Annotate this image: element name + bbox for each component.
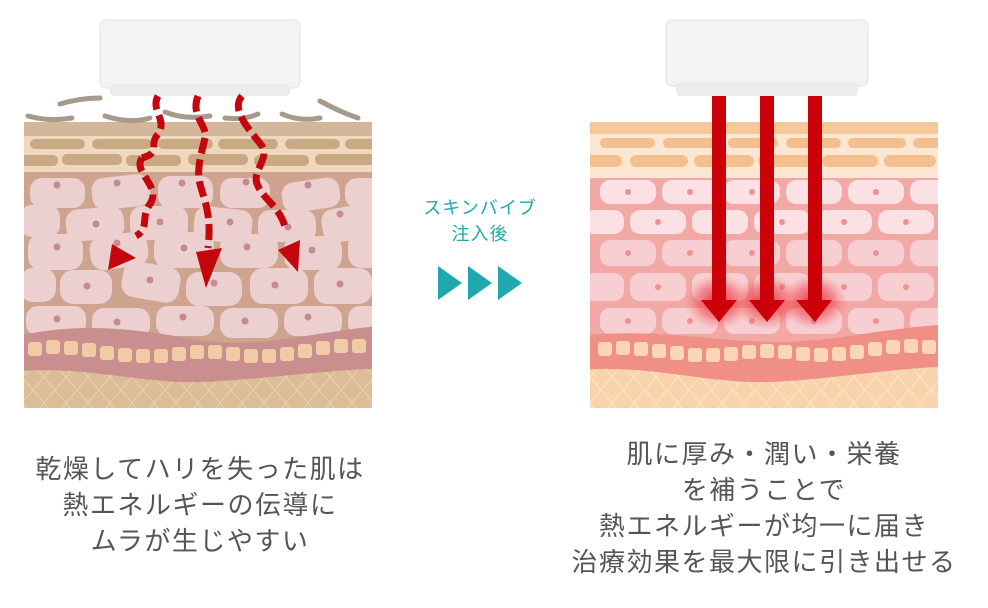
device-head	[99, 19, 301, 96]
triple-play-arrows	[400, 266, 560, 300]
play-arrow-icon	[468, 266, 492, 300]
dry-skin-cross-section	[24, 19, 372, 408]
before-skin-illustration	[0, 0, 400, 420]
nuclei	[53, 178, 344, 326]
dry-flakes	[25, 95, 361, 124]
basal-cells	[28, 339, 366, 363]
transition-indicator: スキンバイブ 注入後	[400, 196, 560, 300]
hydrated-skin-cross-section	[590, 19, 938, 408]
basal-cells	[598, 339, 936, 362]
arrow-heads	[108, 240, 300, 288]
uneven-heat-arrows	[133, 93, 290, 249]
before-caption: 乾燥してハリを失った肌は 熱エネルギーの伝導に ムラが生じやすい	[35, 455, 365, 557]
after-caption: 肌に厚み・潤い・栄養 を補うことで 熱エネルギーが均一に届き 治療効果を最大限に…	[571, 440, 957, 578]
uniform-heat-arrows	[701, 96, 832, 322]
device-head	[665, 19, 869, 96]
play-arrow-icon	[498, 266, 522, 300]
after-injection-label: スキンバイブ 注入後	[423, 198, 537, 245]
after-skin-illustration	[568, 0, 968, 420]
play-arrow-icon	[438, 266, 462, 300]
